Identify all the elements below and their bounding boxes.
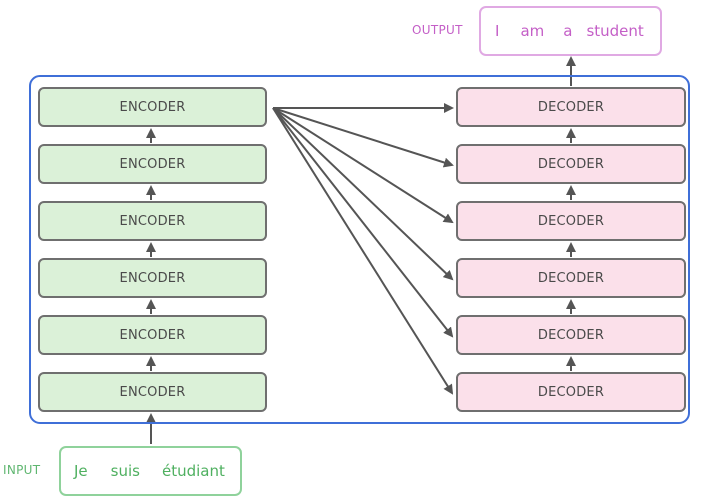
output-label: OUTPUT — [412, 23, 463, 37]
encoder-block: ENCODER — [38, 201, 267, 241]
encoder-block: ENCODER — [38, 144, 267, 184]
encoder-block: ENCODER — [38, 315, 267, 355]
decoder-block: DECODER — [456, 87, 686, 127]
decoder-block: DECODER — [456, 372, 686, 412]
output-token: am — [520, 22, 545, 40]
encoder-block: ENCODER — [38, 87, 267, 127]
input-label: INPUT — [3, 463, 41, 477]
input-token: étudiant — [161, 462, 225, 480]
decoder-block: DECODER — [456, 258, 686, 298]
input-token: suis — [110, 462, 140, 480]
encoder-block: ENCODER — [38, 372, 267, 412]
decoder-block: DECODER — [456, 315, 686, 355]
encoder-decoder-container — [29, 75, 690, 424]
decoder-block: DECODER — [456, 144, 686, 184]
output-token: student — [586, 22, 644, 40]
output-sequence-box: I am a student — [479, 6, 662, 56]
decoder-block: DECODER — [456, 201, 686, 241]
output-token: a — [563, 22, 573, 40]
output-token: I — [495, 22, 500, 40]
encoder-block: ENCODER — [38, 258, 267, 298]
input-token: Je — [74, 462, 88, 480]
input-sequence-box: Je suis étudiant — [59, 446, 242, 496]
